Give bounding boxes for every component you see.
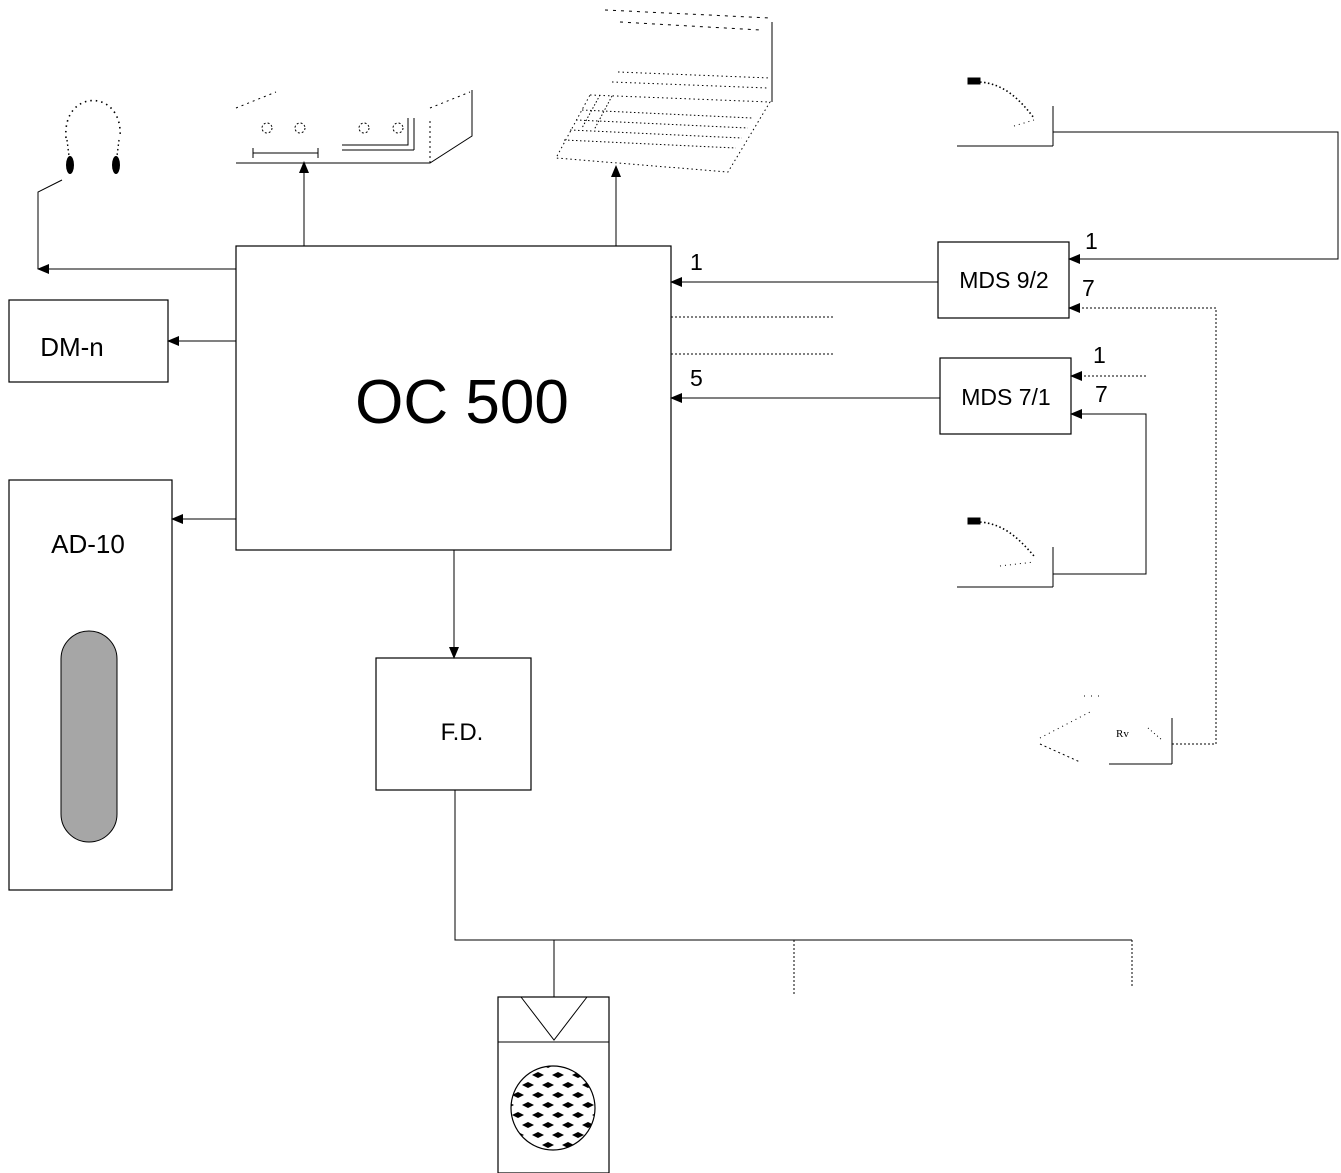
dm-n-label: DM-n [40,332,104,362]
oc500-label: OC 500 [355,368,569,437]
fd-label: F.D. [441,719,484,746]
fd-block: F.D. [375,657,532,791]
microphone-top-icon [957,77,1054,147]
radio-receiver-icon: Rv [1039,695,1173,765]
mds-9-2-port-1-label: 1 [1085,228,1098,254]
tape-deck-icon [235,90,473,164]
headphones-icon [65,99,121,174]
capsule-indicator-icon [60,630,118,843]
microphone-bottom-icon [957,517,1054,588]
mds-9-2-label: MDS 9/2 [959,267,1048,293]
radio-receiver-text: Rv [1116,728,1129,740]
link-oc-to-headphones [37,179,236,274]
oc-port-5-label: 5 [690,365,703,391]
fd-output-bus [454,790,1132,997]
ad-10-label: AD-10 [51,529,125,559]
laptop-icon [555,9,773,173]
mds-7-1-port-7-label: 7 [1095,381,1108,407]
ad-10-block: AD-10 [8,479,173,891]
dm-n-block: DM-n [8,299,169,383]
oc500-block: OC 500 [235,245,672,551]
link-mic-top-to-mds-9-2 [1053,131,1339,264]
mds-9-2-block: MDS 9/2 [937,241,1070,319]
link-receiver-to-mds-9-2 [1068,303,1217,745]
mds-7-1-port-1-label: 1 [1093,342,1106,368]
mds-7-1-label: MDS 7/1 [961,384,1050,410]
mds-7-1-block: MDS 7/1 [939,357,1072,435]
mds-9-2-port-7-label: 7 [1082,275,1095,301]
oc-port-1-label: 1 [690,249,703,275]
link-mic-bottom-to-mds-7-1 [1053,409,1147,575]
loudspeaker-icon [497,996,610,1173]
